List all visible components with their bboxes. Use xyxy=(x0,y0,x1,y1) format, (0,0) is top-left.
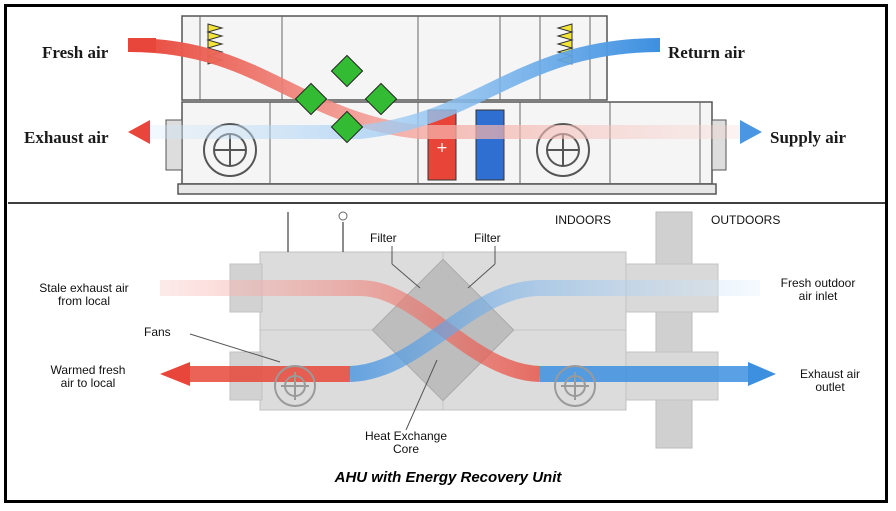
label-exhaust-outlet-2: outlet xyxy=(815,380,845,394)
bottom-erv-diagram: INDOORS OUTDOORS Filter Filter Stale exh… xyxy=(39,211,860,456)
base-rail xyxy=(177,183,717,195)
fresh-outdoor-flow xyxy=(349,280,760,382)
fan-outdoor-icon xyxy=(554,365,596,407)
label-warmed-2: air to local xyxy=(61,376,116,390)
wall xyxy=(655,211,693,449)
label-fresh-outdoor-2: air inlet xyxy=(799,289,838,303)
exhaust-air-arrowhead xyxy=(128,120,150,144)
label-fans: Fans xyxy=(144,325,171,339)
fan-indoor-icon xyxy=(274,365,316,407)
label-filter-right: Filter xyxy=(474,231,501,245)
label-warmed-1: Warmed fresh xyxy=(51,363,126,377)
label-supply-air: Supply air xyxy=(770,128,847,147)
warmed-air-arrowhead xyxy=(160,362,190,386)
label-indoors: INDOORS xyxy=(555,213,611,227)
label-filter-left: Filter xyxy=(370,231,397,245)
fan-left-icon xyxy=(203,123,257,177)
top-ahu-diagram: + Fresh air Return air Exhaust air S xyxy=(24,15,847,195)
label-stale-exhaust-1: Stale exhaust air xyxy=(39,281,128,295)
label-outdoors: OUTDOORS xyxy=(711,213,780,227)
figure-caption: AHU with Energy Recovery Unit xyxy=(334,469,562,486)
label-stale-exhaust-2: from local xyxy=(58,294,110,308)
label-fresh-outdoor-1: Fresh outdoor xyxy=(781,276,856,290)
exhaust-outlet-arrowhead xyxy=(748,362,776,386)
label-exhaust-outlet-1: Exhaust air xyxy=(800,367,860,381)
cooling-coil xyxy=(475,109,505,181)
label-core-1: Heat Exchange xyxy=(365,429,447,443)
label-return-air: Return air xyxy=(668,43,745,62)
label-fresh-air: Fresh air xyxy=(42,43,109,62)
svg-text:+: + xyxy=(436,140,448,156)
heat-exchanger-core xyxy=(294,54,398,144)
return-air-flow xyxy=(150,38,661,139)
supply-air-arrowhead xyxy=(740,120,762,144)
label-exhaust-air: Exhaust air xyxy=(24,128,109,147)
upper-housing xyxy=(181,15,608,101)
fan-right-icon xyxy=(536,123,590,177)
label-core-2: Core xyxy=(393,442,419,456)
